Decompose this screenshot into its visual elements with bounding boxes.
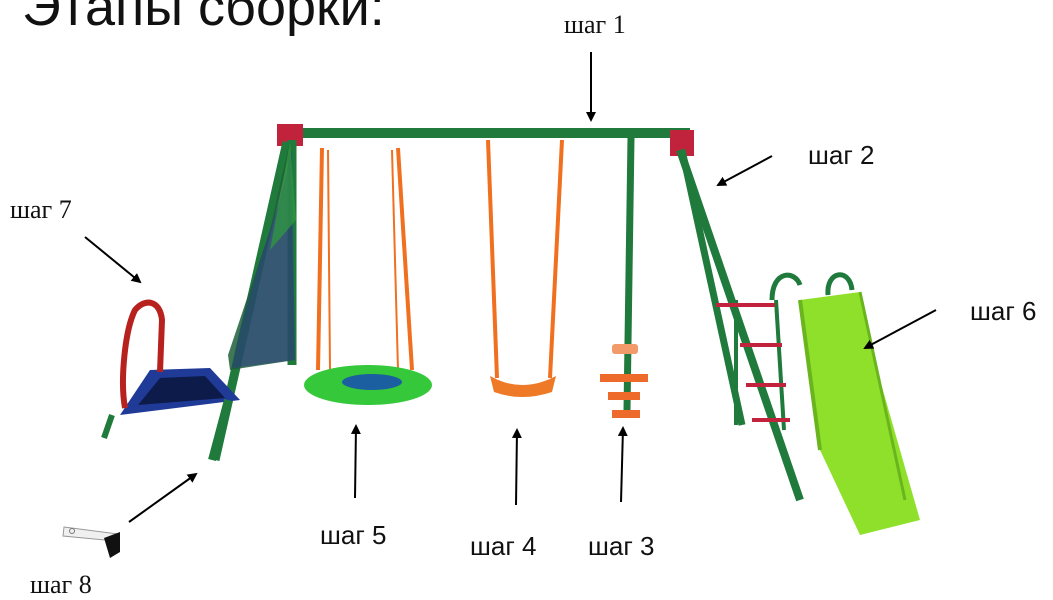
trampoline bbox=[101, 299, 240, 462]
step-3-label: шаг 3 bbox=[588, 531, 655, 561]
step-8-label: шаг 8 bbox=[30, 570, 92, 599]
pole-seat bbox=[600, 137, 648, 418]
step-5-label: шаг 5 bbox=[320, 520, 387, 550]
arrow-step-4 bbox=[511, 428, 522, 506]
page-title: Этапы сборки: bbox=[22, 0, 385, 37]
belt-swing bbox=[486, 139, 564, 397]
nest-swing bbox=[304, 147, 432, 405]
arrow-step-7 bbox=[84, 236, 142, 284]
arrow-step-3 bbox=[617, 426, 628, 503]
slide bbox=[769, 272, 920, 535]
step-7-label: шаг 7 bbox=[10, 195, 72, 224]
arrow-step-8 bbox=[128, 472, 198, 523]
step-2-label: шаг 2 bbox=[808, 140, 875, 170]
step-4-label: шаг 4 bbox=[470, 531, 537, 561]
arrow-step-5 bbox=[350, 424, 361, 499]
arrow-step-6 bbox=[863, 309, 937, 349]
top-beam bbox=[277, 124, 694, 156]
step-1-label: шаг 1 bbox=[564, 10, 626, 39]
peg-part bbox=[62, 526, 120, 558]
arrow-step-2 bbox=[716, 155, 773, 186]
right-frame-with-ladder bbox=[676, 148, 804, 502]
step-6-label: шаг 6 bbox=[970, 296, 1037, 326]
